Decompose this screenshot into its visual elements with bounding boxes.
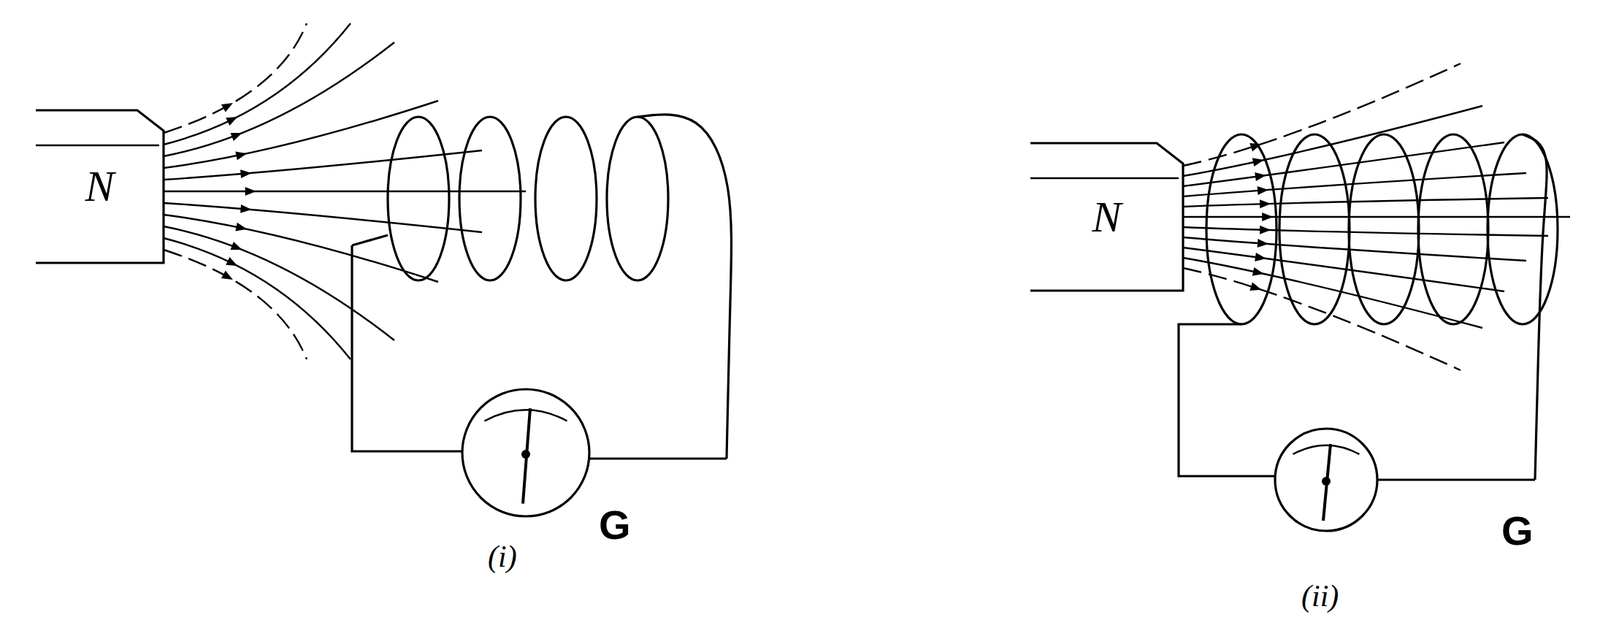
- field-line: [163, 150, 482, 180]
- field-arrow: [1254, 170, 1267, 182]
- field-arrow: [225, 257, 240, 270]
- wire: [1178, 324, 1276, 477]
- coil-turn: [535, 116, 597, 281]
- field-arrow: [1261, 212, 1273, 222]
- galvanometer-body: [462, 389, 590, 517]
- galvanometer-scale: [484, 409, 567, 421]
- magnet-body: [35, 110, 164, 263]
- field-arrow: [1259, 225, 1271, 235]
- field-arrow: [235, 222, 248, 234]
- wire: [1377, 478, 1536, 481]
- field-arrow: [240, 204, 252, 214]
- wire: [1522, 134, 1547, 480]
- wire: [351, 235, 388, 246]
- field-line: [1183, 268, 1461, 371]
- field-arrow: [1257, 238, 1270, 249]
- field-line: [163, 238, 351, 360]
- field-line: [163, 214, 439, 282]
- panel: [163, 23, 731, 517]
- coil-turn: [1418, 134, 1489, 325]
- field-line: [163, 42, 395, 157]
- field-arrow: [245, 186, 257, 196]
- wire: [589, 457, 727, 460]
- field-line: [1183, 237, 1527, 261]
- coil-turn: [606, 116, 669, 281]
- coil-turn: [459, 116, 521, 281]
- field-line: [163, 203, 482, 233]
- magnet-body: [1030, 143, 1184, 291]
- field-arrow: [235, 148, 248, 160]
- panel-label: (ii): [1301, 578, 1339, 614]
- field-arrow: [1252, 155, 1265, 167]
- meter-label: G: [1501, 506, 1534, 555]
- field-line: [163, 23, 307, 133]
- field-arrow: [230, 241, 244, 255]
- coil-turn: [1279, 134, 1350, 325]
- coil-turn: [1348, 134, 1419, 325]
- field-arrow: [1249, 282, 1263, 295]
- field-arrow: [230, 128, 244, 141]
- field-arrow: [1252, 267, 1265, 279]
- wire: [351, 245, 463, 452]
- coil-turn: [1206, 134, 1277, 325]
- field-arrow: [1254, 252, 1267, 263]
- field-arrow: [221, 99, 236, 113]
- pole-letter: N: [1030, 143, 1184, 291]
- field-arrow: [1257, 185, 1270, 195]
- coil-turn: [387, 116, 450, 281]
- field-line: [163, 249, 307, 360]
- needle-pivot: [1321, 476, 1331, 486]
- field-arrow: [1259, 199, 1271, 209]
- field-line: [163, 100, 439, 168]
- field-line: [1183, 197, 1549, 207]
- needle-pivot: [521, 449, 531, 459]
- field-line: [163, 226, 395, 341]
- galvanometer-scale: [1293, 445, 1360, 455]
- pole-letter: N: [35, 110, 164, 263]
- wire: [637, 114, 731, 459]
- magnet-pole: N: [35, 110, 164, 263]
- field-line: [1183, 63, 1461, 166]
- magnet-edge: [35, 144, 160, 147]
- field-line: [1183, 227, 1549, 236]
- galvanometer-body: [1275, 428, 1378, 531]
- field-arrow: [240, 168, 252, 179]
- field-arrow: [225, 113, 240, 126]
- field-line: [1183, 216, 1571, 218]
- panel: [1178, 63, 1571, 531]
- magnet-edge: [1030, 177, 1179, 179]
- panel-label: (i): [487, 538, 518, 574]
- field-arrow: [221, 270, 236, 284]
- magnet-pole: N: [1030, 143, 1184, 291]
- field-line: [163, 190, 526, 193]
- meter-label: G: [598, 500, 631, 549]
